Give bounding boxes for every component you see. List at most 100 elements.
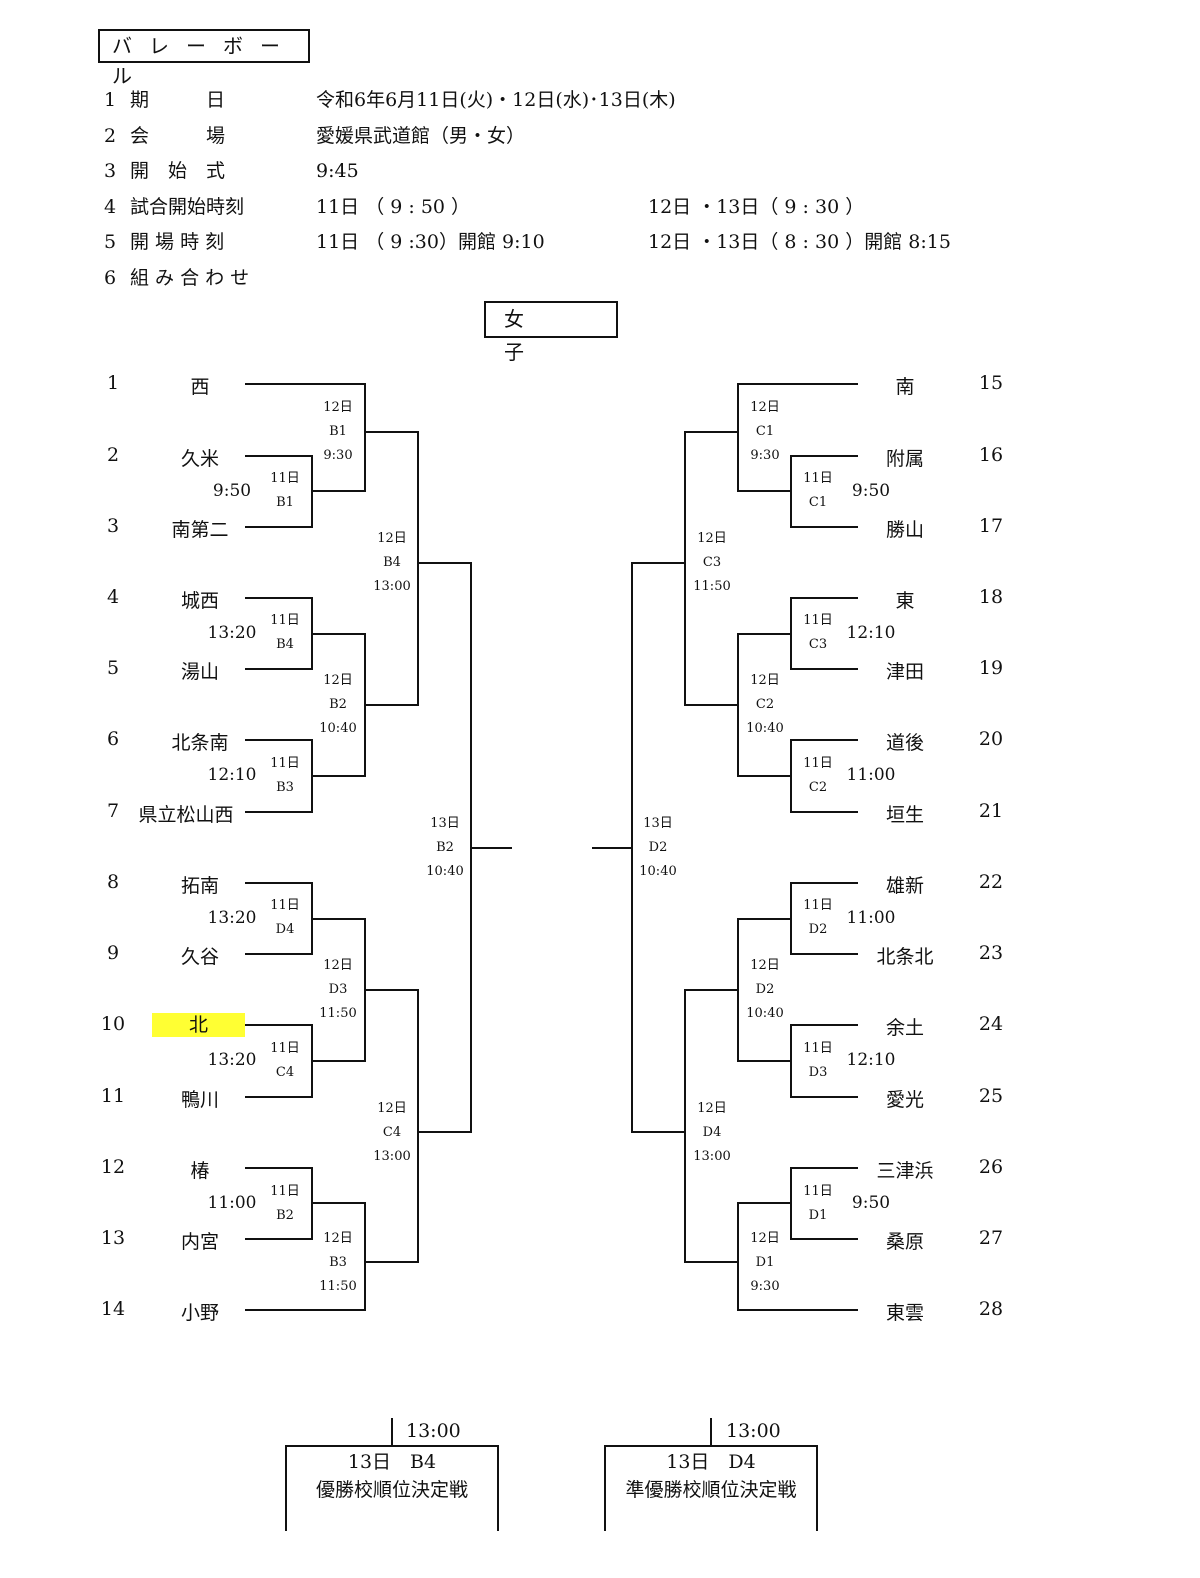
match-time: 11:00 <box>207 1193 257 1213</box>
team-name: 余土 <box>885 1017 924 1039</box>
bracket-line <box>684 989 738 1263</box>
match-time: 9:50 <box>851 1193 891 1213</box>
sport-title: バレーボール <box>98 29 310 88</box>
info-value-2: 12日 ・13日（ 8 : 30 ）開館 8:15 <box>648 231 951 253</box>
team-seed: 20 <box>978 728 1004 750</box>
bracket-line <box>684 431 738 706</box>
team-seed: 24 <box>978 1013 1004 1035</box>
match-time: 12:10 <box>846 623 896 643</box>
team-seed: 9 <box>106 942 120 964</box>
team-seed: 14 <box>100 1298 126 1320</box>
team-seed: 26 <box>978 1156 1004 1178</box>
info-value: 愛媛県武道館（男・女） <box>316 125 526 147</box>
team-seed: 23 <box>978 942 1004 964</box>
team-seed: 5 <box>106 657 120 679</box>
team-seed: 15 <box>978 372 1004 394</box>
team-name: 久米 <box>180 448 219 470</box>
team-seed: 18 <box>978 586 1004 608</box>
team-seed: 28 <box>978 1298 1004 1320</box>
team-name: 三津浜 <box>876 1160 934 1182</box>
bracket-line <box>245 1024 313 1098</box>
team-name: 南 <box>895 376 915 398</box>
match-time: 13:20 <box>207 1050 257 1070</box>
team-name: 西 <box>190 376 210 398</box>
bracket-line <box>790 739 858 813</box>
bracket-line <box>737 633 791 777</box>
gender-label: 女子 <box>484 301 618 364</box>
info-num: 1 <box>104 89 117 111</box>
bracket-line <box>790 1024 858 1098</box>
team-name: 湯山 <box>180 661 219 683</box>
team-name: 城西 <box>180 590 219 612</box>
final-match-title: 準優勝校順位決定戦 <box>625 1479 797 1501</box>
team-seed: 1 <box>106 372 120 394</box>
team-seed: 8 <box>106 871 120 893</box>
team-name: 津田 <box>885 661 924 683</box>
team-name: 拓南 <box>180 875 219 897</box>
match-time: 13:20 <box>207 623 257 643</box>
bracket-line <box>245 383 366 492</box>
info-num: 3 <box>104 160 117 182</box>
info-num: 4 <box>104 196 117 218</box>
team-name: 東 <box>895 590 915 612</box>
team-name: 東雲 <box>885 1302 924 1324</box>
info-value-2: 12日 ・13日（ 9 : 30 ） <box>648 196 865 218</box>
info-label: 組 み 合 わ せ <box>130 267 250 289</box>
bracket-line <box>245 1202 366 1311</box>
team-seed: 17 <box>978 515 1004 537</box>
team-seed: 27 <box>978 1227 1004 1249</box>
bracket-line <box>312 633 366 777</box>
team-name: 愛光 <box>885 1089 924 1111</box>
team-name-highlighted: 北 <box>152 1013 245 1037</box>
match-time: 11:00 <box>846 765 896 785</box>
team-name: 垣生 <box>885 804 924 826</box>
bracket-line <box>365 431 419 706</box>
team-seed: 13 <box>100 1227 126 1249</box>
team-name: 道後 <box>885 732 924 754</box>
info-label: 開 始 式 <box>130 160 226 182</box>
info-value: 9:45 <box>316 160 359 182</box>
info-label: 会 場 <box>130 125 226 147</box>
team-name: 県立松山西 <box>138 804 234 826</box>
final-match-code: 13日 B4 <box>347 1451 437 1473</box>
match-time: 12:10 <box>846 1050 896 1070</box>
match-time: 13:20 <box>207 908 257 928</box>
team-name: 久谷 <box>180 946 219 968</box>
bracket-line <box>790 455 858 528</box>
info-num: 5 <box>104 231 117 253</box>
info-num: 2 <box>104 125 117 147</box>
bracket-line <box>737 1202 858 1311</box>
final-time: 13:00 <box>726 1420 781 1442</box>
team-name: 雄新 <box>885 875 924 897</box>
bracket-line <box>245 455 313 528</box>
team-seed: 2 <box>106 444 120 466</box>
team-seed: 3 <box>106 515 120 537</box>
team-name: 内宮 <box>180 1231 219 1253</box>
final-match-title: 優勝校順位決定戦 <box>315 1479 468 1501</box>
final-time: 13:00 <box>406 1420 461 1442</box>
team-seed: 19 <box>978 657 1004 679</box>
team-seed: 22 <box>978 871 1004 893</box>
team-name: 北条北 <box>876 946 934 968</box>
match-time: 9:50 <box>851 481 891 501</box>
team-seed: 6 <box>106 728 120 750</box>
match-time: 9:50 <box>212 481 252 501</box>
final-match-box: 13日 D4 準優勝校順位決定戦 <box>604 1445 818 1531</box>
